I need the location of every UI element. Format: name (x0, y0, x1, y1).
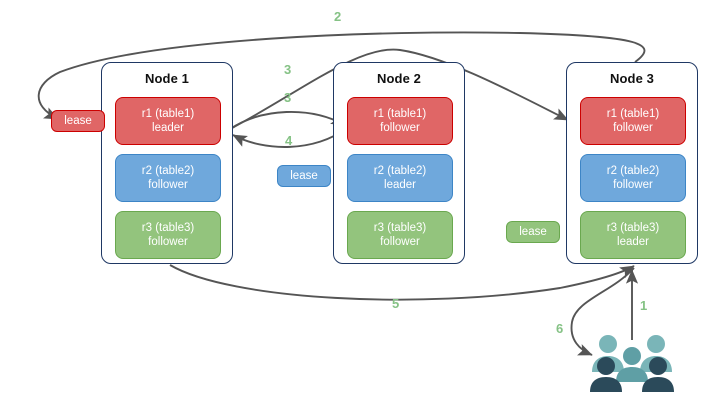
replica-role: follower (613, 122, 653, 134)
node-3-replica-r3[interactable]: r3 (table3) leader (580, 211, 686, 259)
replica-name: r2 (table2) (606, 165, 660, 177)
replica-role: follower (613, 179, 653, 191)
replica-role: leader (384, 179, 416, 191)
node-3-replica-r1[interactable]: r1 (table1) follower (580, 97, 686, 145)
replica-name: r1 (table1) (606, 108, 660, 120)
lease-badge-red[interactable]: lease (51, 110, 105, 132)
step-label-2: 2 (334, 9, 342, 24)
node-2-replica-r3[interactable]: r3 (table3) follower (347, 211, 453, 259)
step-label-6: 6 (556, 321, 564, 336)
replica-name: r3 (table3) (373, 222, 427, 234)
step-label-5: 5 (392, 296, 400, 311)
lease-badge-blue[interactable]: lease (277, 165, 331, 187)
node-1-replica-r2[interactable]: r2 (table2) follower (115, 154, 221, 202)
node-1-replica-r1[interactable]: r1 (table1) leader (115, 97, 221, 145)
people-center (616, 347, 648, 382)
node-2-replica-r1[interactable]: r1 (table1) follower (347, 97, 453, 145)
node-box-2[interactable]: Node 2 r1 (table1) follower r2 (table2) … (333, 62, 465, 264)
replica-role: follower (380, 122, 420, 134)
node-3-title: Node 3 (610, 71, 654, 86)
replica-role: leader (152, 122, 184, 134)
node-2-replica-r2[interactable]: r2 (table2) leader (347, 154, 453, 202)
replica-role: leader (617, 236, 649, 248)
step-label-1: 1 (640, 298, 648, 313)
replica-name: r1 (table1) (373, 108, 427, 120)
people-front-row (590, 357, 674, 392)
replica-name: r2 (table2) (373, 165, 427, 177)
node-box-3[interactable]: Node 3 r1 (table1) follower r2 (table2) … (566, 62, 698, 264)
replica-name: r2 (table2) (141, 165, 195, 177)
replica-name: r3 (table3) (141, 222, 195, 234)
node-1-replica-r3[interactable]: r3 (table3) follower (115, 211, 221, 259)
replica-role: follower (380, 236, 420, 248)
replica-name: r3 (table3) (606, 222, 660, 234)
step-label-3-upper: 3 (284, 62, 292, 77)
clients-group-icon (590, 335, 674, 392)
node-3-replica-r2[interactable]: r2 (table2) follower (580, 154, 686, 202)
lease-badge-green[interactable]: lease (506, 221, 560, 243)
replica-role: follower (148, 179, 188, 191)
node-1-title: Node 1 (145, 71, 189, 86)
node-2-title: Node 2 (377, 71, 421, 86)
step-label-4: 4 (285, 133, 293, 148)
arrow-5-path (169, 264, 635, 301)
arrow-3-path (229, 111, 346, 130)
node-box-1[interactable]: Node 1 r1 (table1) leader r2 (table2) fo… (101, 62, 233, 264)
replica-role: follower (148, 236, 188, 248)
replica-name: r1 (table1) (141, 108, 195, 120)
step-label-3-lower: 3 (284, 90, 292, 105)
